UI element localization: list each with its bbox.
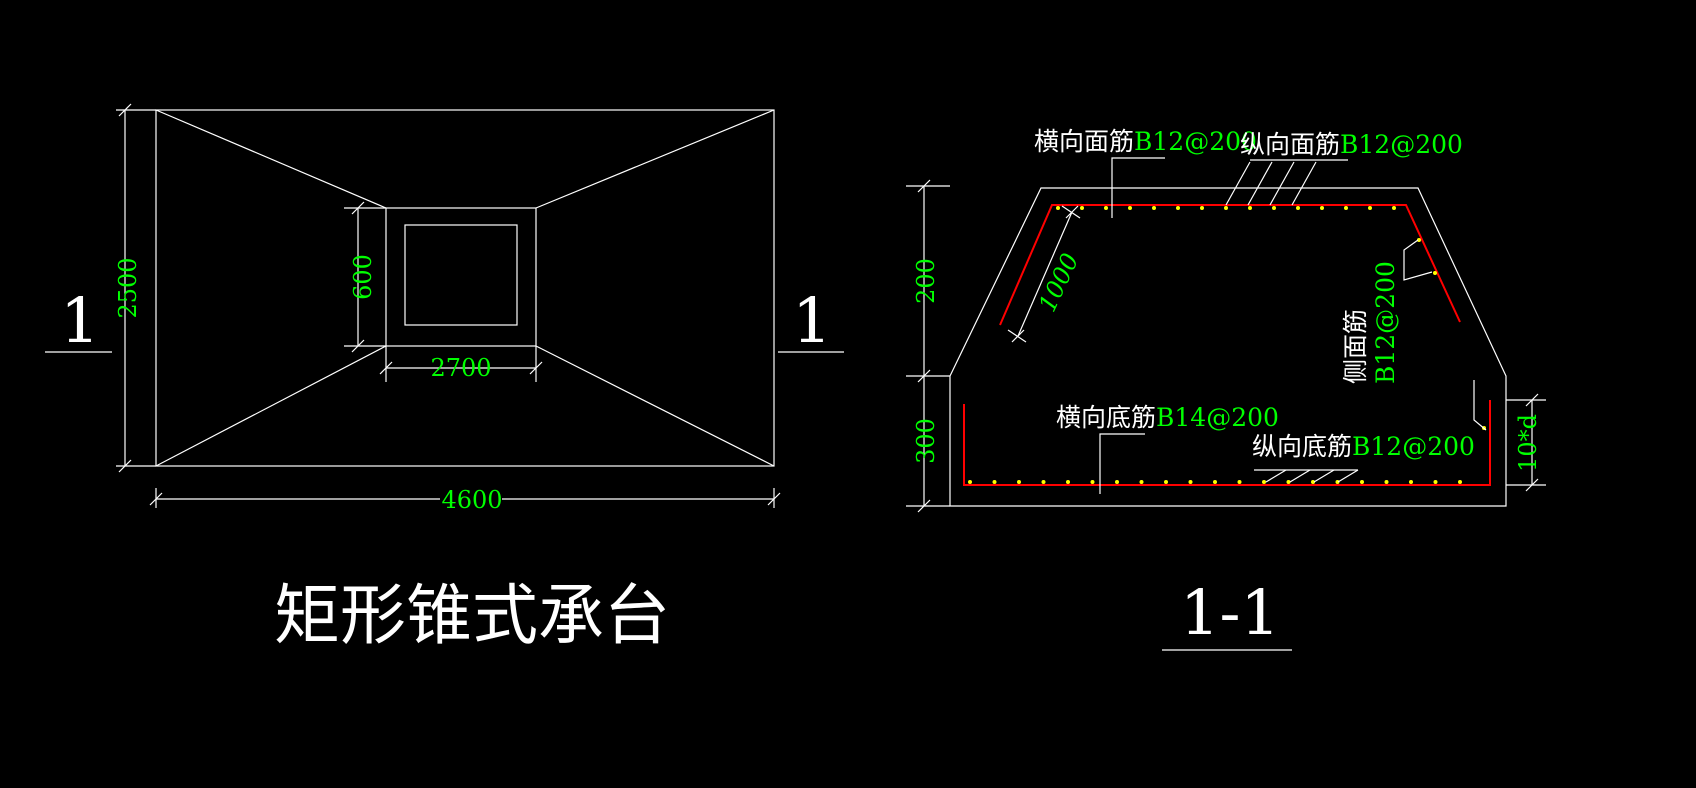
dim-width-label: 4600 [441,486,502,514]
plan-title: 矩形锥式承台 [274,577,670,654]
dim-column-width-label: 2700 [430,354,491,382]
rebar-dot [1417,238,1421,242]
rebar-dot [1320,206,1324,210]
section-mark-left: 1 [60,284,99,357]
rebar-dot [1164,480,1168,484]
dim-line-column-height [344,201,386,353]
label-top-longitudinal: 纵向面筋B12@200 [1240,130,1463,159]
rebar-dot [1128,206,1132,210]
rebar-dot [1360,480,1364,484]
rebar-dot [1139,480,1144,484]
rebar-dot [1017,480,1021,484]
bottom-rebar-dots [968,426,1486,484]
rebar-dot [1272,206,1276,210]
rebar-dot [1152,206,1156,210]
rebar-dot [1368,206,1372,210]
label-bottom-longitudinal: 纵向底筋B12@200 [1252,432,1475,461]
dim-bottom-height-label: 300 [912,418,940,464]
rebar-dot [1384,480,1389,484]
rebar-dot [1458,480,1462,484]
dim-line-slope [1007,205,1081,343]
rebar-dot [1286,480,1291,484]
dim-top-height-label: 200 [912,258,940,304]
rebar-dot [1311,480,1315,484]
dim-line-height [116,103,156,473]
rebar-dot [1080,206,1084,210]
rebar-dot [1200,206,1204,210]
dim-line-column-width [379,346,543,382]
rebar-dot [1433,271,1437,275]
label-side-spec: B12@200 [1371,261,1400,384]
column-hatch [404,224,518,326]
rebar-dot [1224,206,1228,210]
dim-width-label-bg [440,486,502,510]
rebar-dot [992,480,997,484]
rebar-dot [1090,480,1095,484]
bottom-rebar [963,400,1491,486]
top-rebar-dots [1056,206,1437,275]
dim-height-label: 2500 [114,257,142,318]
label-bottom-transverse: 横向底筋B14@200 [1056,403,1279,432]
rebar-dot [1066,480,1070,484]
rebar-dot [1409,480,1413,484]
rebar-dot [1433,480,1438,484]
leader-lines [1099,157,1487,494]
rebar-dot [1237,480,1242,484]
rebar-dot [1335,480,1340,484]
slope-lines [155,109,775,467]
dim-line-section-left [906,179,950,513]
rebar-dot [1041,480,1046,484]
rebar-dot [968,480,972,484]
dim-line-hook [1506,393,1546,492]
rebar-dot [1115,480,1119,484]
column-base-outline [385,207,537,347]
rebar-dot [1213,480,1217,484]
section-view: 200 300 1000 10*d [906,127,1546,651]
label-top-transverse: 横向面筋B12@200 [1034,127,1257,156]
dim-hook-label: 10*d [1514,414,1542,472]
label-side-text: 侧面筋 [1341,309,1370,384]
plan-view: 2500 4600 600 2700 1 [45,103,844,654]
rebar-dot [1344,206,1348,210]
rebar-dot [1392,206,1396,210]
rebar-dot [1248,206,1252,210]
rebar-dot [1056,206,1060,210]
dim-column-height-label: 600 [349,254,377,300]
rebar-dot [1104,206,1108,210]
rebar-dot [1176,206,1180,210]
section-title: 1-1 [1180,576,1280,649]
footing-outline [155,109,775,467]
rebar-dot [1188,480,1193,484]
top-rebar [999,204,1461,326]
rebar-dot [1296,206,1300,210]
rebar-dot [1262,480,1266,484]
section-mark-right: 1 [792,284,831,357]
